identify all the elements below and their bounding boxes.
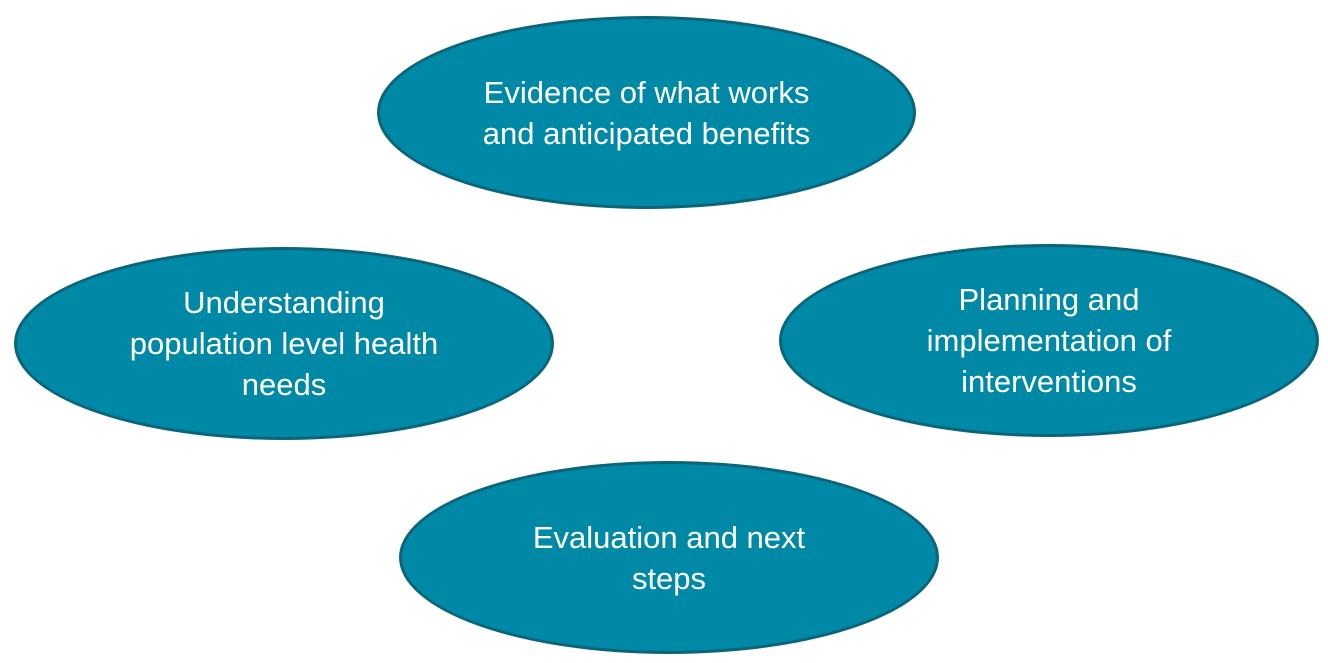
node-planning-label: Planning and implementation of intervent…: [926, 282, 1172, 399]
node-understanding: Understanding population level health ne…: [14, 247, 554, 440]
node-evidence: Evidence of what works and anticipated b…: [377, 16, 916, 209]
node-understanding-label: Understanding population level health ne…: [129, 285, 439, 402]
node-evidence-label: Evidence of what works and anticipated b…: [482, 74, 811, 151]
node-evaluation-label: Evaluation and next steps: [532, 519, 806, 596]
node-planning: Planning and implementation of intervent…: [779, 244, 1319, 437]
node-evaluation: Evaluation and next steps: [399, 461, 939, 654]
